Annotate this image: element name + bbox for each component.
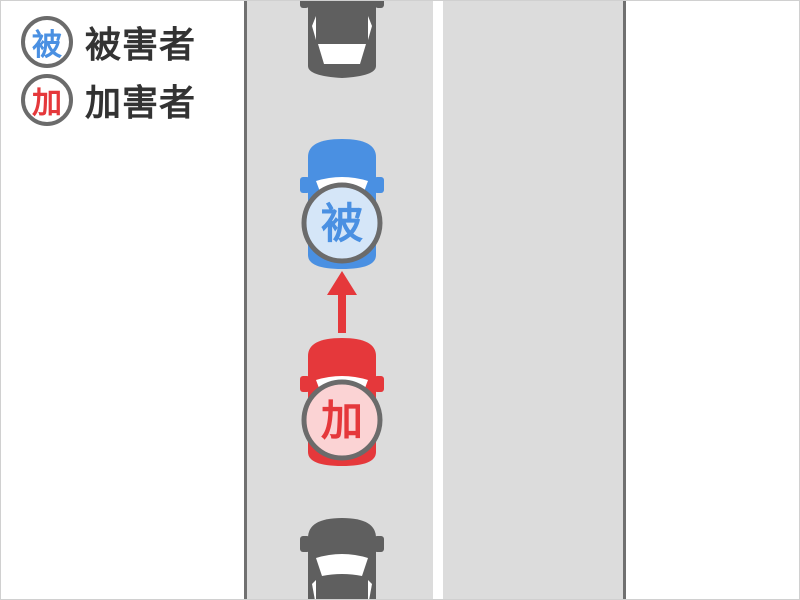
- travel-direction-arrow: [327, 271, 357, 333]
- legend-offender-badge: 加: [21, 74, 73, 126]
- offender-vehicle: 加: [300, 338, 384, 466]
- legend-victim-badge: 被: [21, 16, 73, 68]
- legend-item-victim: 被 被害者: [21, 13, 196, 71]
- victim-badge-text: 被: [321, 199, 363, 248]
- legend: 被 被害者 加 加害者: [21, 13, 196, 129]
- legend-offender-badge-text: 加: [32, 86, 62, 121]
- offender-badge-text: 加: [321, 396, 363, 445]
- victim-vehicle-wheel-left: [300, 177, 310, 193]
- victim-vehicle: 被: [300, 139, 384, 269]
- offender-vehicle-wheel-right: [374, 376, 384, 392]
- other-vehicle-bottom: [300, 518, 384, 599]
- victim-vehicle-wheel-right: [374, 177, 384, 193]
- legend-offender-label: 加害者: [85, 83, 197, 124]
- legend-item-offender: 加 加害者: [21, 71, 196, 129]
- victim-badge-circle: [301, 182, 383, 264]
- legend-victim-label: 被害者: [85, 25, 197, 66]
- legend-victim-badge-text: 被: [32, 28, 62, 63]
- lane-divider-line: [433, 1, 443, 599]
- other-vehicle-top: [300, 1, 384, 78]
- offender-badge-circle: [301, 379, 383, 461]
- offender-vehicle-wheel-left: [300, 376, 310, 392]
